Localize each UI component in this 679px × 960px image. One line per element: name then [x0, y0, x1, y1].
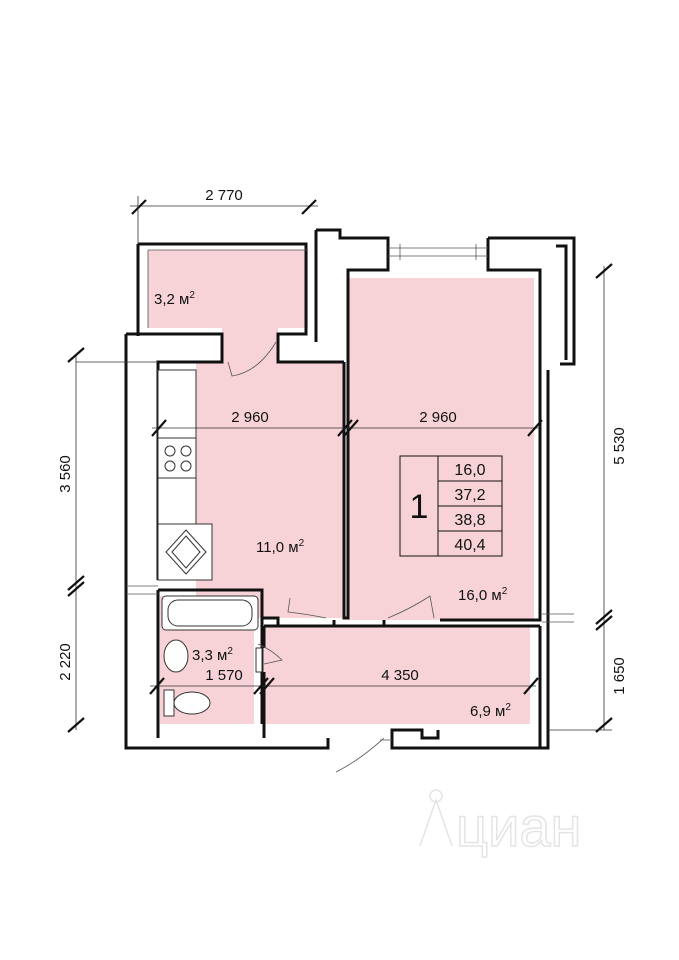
dimension-lines: [67, 196, 613, 733]
dim-kitchen-height: 3 560: [57, 455, 74, 493]
dim-top-width: 2 770: [205, 187, 243, 204]
dim-hall-width: 4 350: [381, 667, 419, 684]
kitchen-fixtures: [157, 369, 213, 581]
kitchen-fill: [196, 362, 344, 618]
rooms-count: 1: [410, 488, 429, 526]
sink-inner: [171, 535, 201, 569]
entry-door-swing: [335, 737, 385, 773]
walls: [124, 228, 576, 750]
dim-bath-width: 1 570: [205, 667, 243, 684]
balcony-area: 3,2 м2: [154, 290, 195, 308]
bathtub-inner: [167, 599, 253, 627]
kitchen-area: 11,0 м2: [256, 538, 305, 556]
info-total-area: 37,2: [454, 487, 485, 504]
kitchen-passage-fill: [222, 328, 278, 364]
balcony-fill: [148, 250, 308, 328]
info-area-with-balcony: 38,8: [454, 512, 485, 529]
bath-door-frame: [255, 647, 263, 673]
info-gross-area: 40,4: [454, 537, 485, 554]
dimension-labels: 2 770 2 960 2 960 1 570 4 350 3 560 2 22…: [57, 187, 628, 695]
dim-room-height: 5 530: [611, 427, 628, 465]
dim-kitchen-width: 2 960: [231, 409, 269, 426]
toilet-icon: [173, 691, 211, 715]
hallway-fill: [264, 626, 530, 724]
stove: [157, 437, 197, 479]
apartment-info-table: 1 16,0 37,2 38,8 40,4: [399, 455, 503, 557]
burner-icon: [180, 460, 192, 472]
hallway-area: 6,9 м2: [470, 702, 511, 720]
room-area-labels: 3,2 м2 11,0 м2 16,0 м2 3,3 м2 6,9 м2: [154, 290, 511, 720]
info-living-area: 16,0: [454, 462, 485, 479]
washbasin-icon: [163, 639, 189, 673]
cian-logo-icon: [419, 789, 453, 847]
toilet-tank: [163, 689, 175, 717]
dim-hall-height: 1 650: [611, 657, 628, 695]
burner-icon: [164, 460, 176, 472]
living-area: 16,0 м2: [458, 586, 508, 604]
living-fill: [348, 278, 534, 620]
dim-room-width: 2 960: [419, 409, 457, 426]
balcony-door-swing: [227, 341, 277, 377]
cian-watermark: циан: [419, 789, 582, 859]
bathroom-area: 3,3 м2: [192, 646, 233, 664]
bath-door-swing: [257, 643, 283, 665]
burner-icon: [180, 445, 192, 457]
door-swings: [227, 341, 435, 773]
bathroom-fixtures: [161, 595, 263, 717]
watermark-text: циан: [456, 795, 581, 858]
kitchen-door-swing: [287, 597, 327, 619]
burner-icon: [164, 445, 176, 457]
dim-bath-height: 2 220: [57, 643, 74, 681]
living-door-swing: [387, 595, 435, 619]
